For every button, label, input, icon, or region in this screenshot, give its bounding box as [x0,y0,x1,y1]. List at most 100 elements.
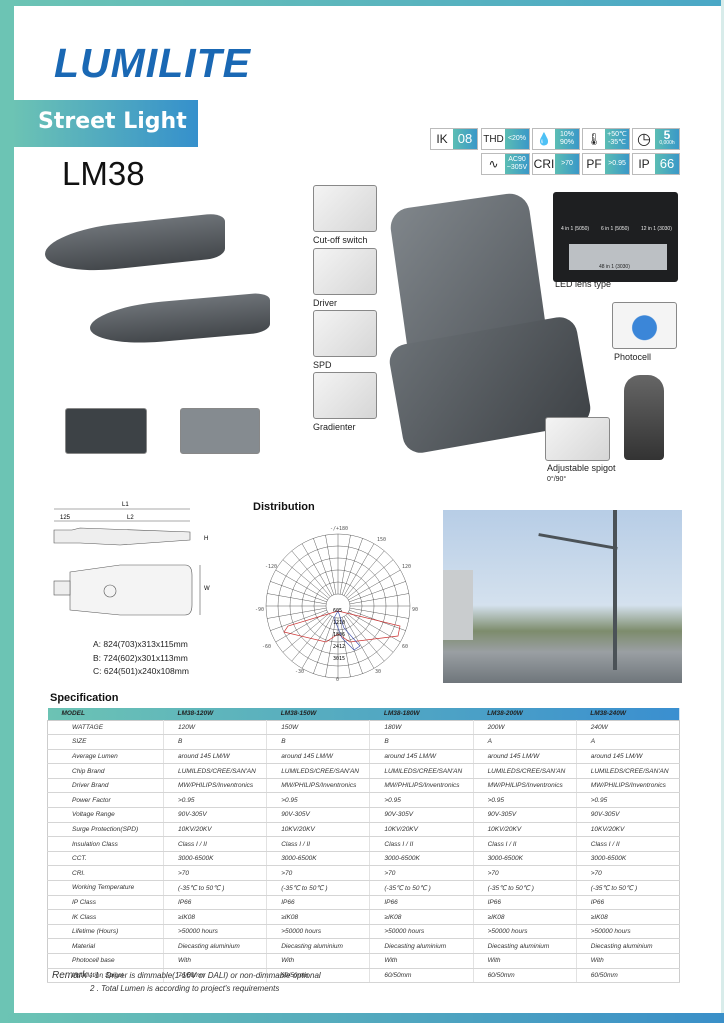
spec-value: Class I / II [472,836,577,852]
spec-value: MW/PHILIPS/Inventronics [472,778,577,794]
spec-value: >0.95 [369,792,474,809]
spec-label: Surge Protection(SPD) [47,822,164,838]
table-row: Lifetime (Hours)>50000 hours>50000 hours… [47,924,680,940]
driver-image [313,248,377,295]
size-a: A: 824(703)x313x115mm [93,639,188,649]
spec-value: With [575,953,680,969]
polar-spoke [325,535,337,595]
polar-spoke [339,617,351,677]
spec-value: 60/50mm [472,968,577,984]
spec-label: CCT. [47,851,164,867]
polar-spoke [349,581,406,603]
spec-value: Class I / II [575,836,680,852]
spec-value: With [162,953,267,969]
spec-value: A [575,734,680,750]
spec-value: Diecasting aluminium [266,938,370,954]
polar-spoke [301,543,333,596]
category-banner: Street Light [14,100,198,147]
polar-spoke [267,593,327,605]
spec-value: 90V-305V [266,807,370,823]
product-image-side [90,292,270,348]
ring-label: 3015 [333,656,345,662]
spec-value: 3000-6500K [472,851,577,867]
spec-value: (-35℃ to 50℃ ) [266,880,370,896]
spec-value: 10KV/20KV [575,822,680,838]
spec-value: >0.95 [575,792,680,809]
angle-label: -30 [295,669,304,675]
remark-label: Remark : [52,970,93,981]
spec-value: IP66 [162,895,267,911]
spec-value: around 145 LM/W [575,749,680,765]
spec-label: IK Class [47,909,164,925]
gradienter-image [313,372,377,419]
spec-label: Insulation Class [47,836,164,852]
angle-label: -60 [262,644,271,650]
driver-label: Driver [313,298,337,308]
angle-label: 60 [402,644,408,650]
lens-label: 4 in 1 (5050) [561,226,590,232]
badge-voltage: ∿AC90 ~305V [481,153,530,175]
spec-value: >0.95 [266,792,370,809]
table-row: IK Class≥IK08≥IK08≥IK08≥IK08≥IK08 [47,909,680,925]
angle-label: 120 [402,564,411,570]
cutoff-switch-label: Cut-off switch [313,235,368,245]
polar-spoke [347,559,394,599]
size-c: C: 624(501)x240x108mm [93,666,189,676]
spec-value: 10KV/20KV [472,822,577,838]
spec-label: Chip Brand [47,763,164,779]
spec-value: Class I / II [266,836,370,852]
c90-c270-curve [333,610,361,651]
spec-value: 90V-305V [162,807,267,823]
polar-spoke [301,616,333,669]
ring-label: 605 [333,608,342,614]
model-column-header: LM38-180W [383,710,420,718]
spec-label: CRI. [47,865,164,882]
spec-value: LUMILEDS/CREE/SAN'AN [472,763,577,779]
spec-value: >50000 hours [472,924,577,940]
spec-value: ≥IK08 [369,909,474,925]
spec-value: Diecasting aluminium [162,938,267,954]
polar-spoke [349,607,409,619]
spec-value: 180W [369,720,474,736]
spec-value: Diecasting aluminium [575,938,680,954]
spec-value: 60/50mm [369,968,474,984]
polar-spoke [282,613,329,653]
spec-value: Class I / II [369,836,474,852]
polar-spoke [349,593,409,605]
polar-spoke [341,538,363,595]
spec-value: >0.95 [472,792,577,809]
badge-pf: PF>0.95 [582,153,630,175]
spec-value: around 145 LM/W [162,749,267,765]
table-row: Chip Brand LUMILEDS/CREE/SAN'AN LUMILEDS/C… [47,763,680,779]
product-image-top [45,212,225,277]
polar-distribution-chart: -/+180 150 -120 120 -90 90 -60 60 -30 30… [255,526,418,683]
spec-value: around 145 LM/W [369,749,474,765]
spec-label: Material [47,938,164,954]
model-column-header: LM38-150W [280,710,317,718]
h-label: H [204,536,208,542]
spec-value: Class I / II [162,836,267,852]
table-row: Working Temperature(-35℃ to 50℃ )(-35℃ t… [47,880,680,896]
polar-spoke [343,616,375,669]
l1-label: L1 [122,502,129,508]
spec-value: (-35℃ to 50℃ ) [162,880,267,896]
badge-temperature: 🌡+50℃ -35℃ [582,128,630,150]
spec-value: >70 [472,865,577,882]
spec-label: Working Temperature [47,880,164,896]
spec-value: LUMILEDS/CREE/SAN'AN [266,763,370,779]
dimension-sizes: A: 824(703)x313x115mm B: 724(602)x301x11… [93,638,189,679]
product-image-bottom-b [180,408,260,454]
polar-spoke [270,581,327,603]
spec-value: >50000 hours [369,924,474,940]
remark-line-1: 1 . Driver is dimmable(1-10V or DALI) or… [94,971,321,980]
spec-label: IP Class [47,895,164,911]
spec-value: 3000-6500K [162,851,267,867]
photocell-label: Photocell [614,352,652,362]
spec-value: >70 [369,865,474,882]
